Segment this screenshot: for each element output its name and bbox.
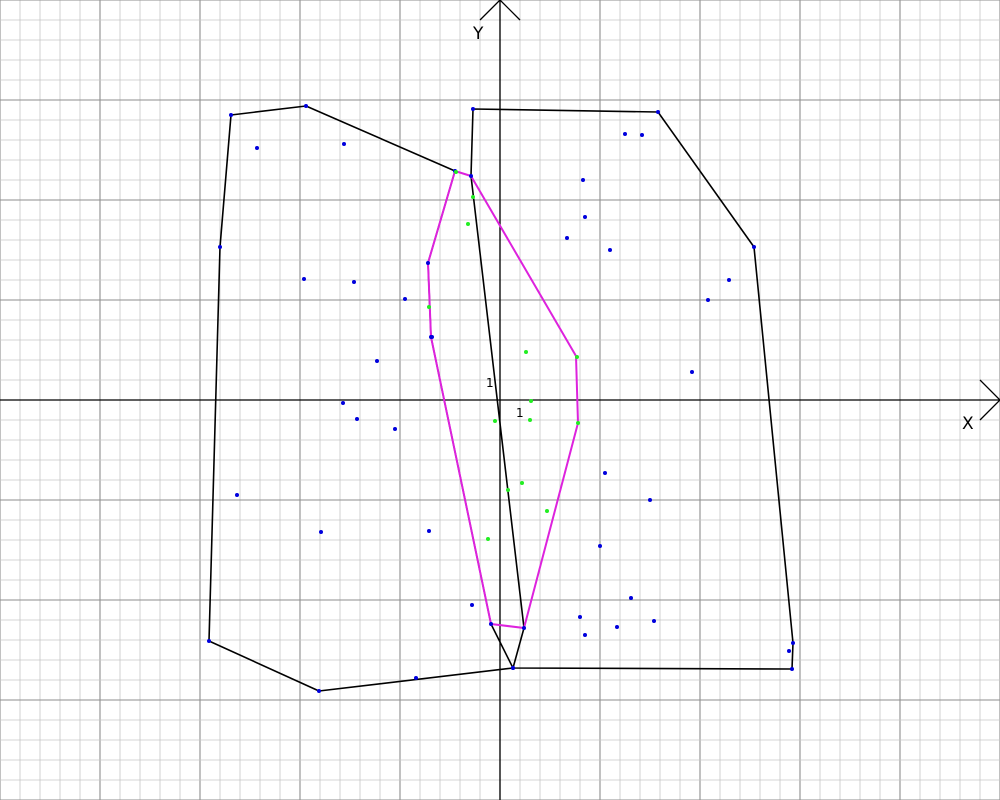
right-outer-hull: [470, 108, 794, 670]
hull-vertex-point: [207, 639, 211, 643]
hull-vertex-point: [522, 626, 526, 630]
green-point: [454, 170, 458, 174]
blue-point: [414, 676, 418, 680]
hull-vertex-point: [426, 261, 430, 265]
blue-point: [583, 215, 587, 219]
blue-point: [706, 298, 710, 302]
blue-point: [403, 297, 407, 301]
blue-point: [255, 146, 259, 150]
blue-point: [302, 277, 306, 281]
blue-point: [470, 603, 474, 607]
y-unit-tick-label: 1: [486, 376, 494, 390]
green-point: [506, 488, 510, 492]
hull-vertex-point: [489, 622, 493, 626]
blue-point: [581, 178, 585, 182]
hull-vertex-point: [752, 245, 756, 249]
hull-vertex-point: [791, 641, 795, 645]
green-point: [466, 222, 470, 226]
hull-vertex-point: [511, 666, 515, 670]
blue-point: [623, 132, 627, 136]
y-axis-label: Y: [472, 24, 484, 44]
hull-vertex-point: [304, 104, 308, 108]
blue-point: [648, 498, 652, 502]
blue-point: [375, 359, 379, 363]
blue-point: [608, 248, 612, 252]
hull-vertex-point: [471, 107, 475, 111]
blue-point: [615, 625, 619, 629]
hull-vertex-point: [218, 245, 222, 249]
blue-point: [640, 133, 644, 137]
hull-vertex-point: [469, 174, 473, 178]
hulls: [207, 104, 795, 693]
blue-point: [352, 280, 356, 284]
green-point: [575, 355, 579, 359]
x-unit-tick-label: 1: [516, 406, 524, 420]
green-point: [545, 509, 549, 513]
green-point: [528, 418, 532, 422]
green-point: [493, 419, 497, 423]
x-axis-label: X: [962, 414, 974, 434]
blue-point: [583, 633, 587, 637]
green-point: [524, 350, 528, 354]
blue-point: [235, 493, 239, 497]
y-axis-arrow-icon: [479, 0, 521, 21]
blue-point: [341, 401, 345, 405]
hull-vertex-point: [656, 110, 660, 114]
blue-point: [629, 596, 633, 600]
green-point: [486, 537, 490, 541]
green-point: [427, 305, 431, 309]
hull-vertex-point: [790, 667, 794, 671]
blue-point: [598, 544, 602, 548]
blue-point: [430, 335, 434, 339]
blue-point: [652, 619, 656, 623]
blue-point: [342, 142, 346, 146]
blue-point: [393, 427, 397, 431]
blue-point: [355, 417, 359, 421]
hull-vertex-point: [317, 689, 321, 693]
x-axis-arrow-icon: [979, 379, 1000, 421]
blue-point: [603, 471, 607, 475]
green-point: [529, 399, 533, 403]
blue-point: [427, 529, 431, 533]
hull-vertex-point: [229, 113, 233, 117]
left-outer-hull: [208, 105, 514, 692]
blue-point: [787, 649, 791, 653]
blue-point: [727, 278, 731, 282]
green-point: [520, 481, 524, 485]
blue-point: [690, 370, 694, 374]
blue-point: [578, 615, 582, 619]
blue-point: [319, 530, 323, 534]
points: [235, 132, 791, 680]
green-point: [576, 421, 580, 425]
blue-point: [565, 236, 569, 240]
green-point: [471, 195, 475, 199]
